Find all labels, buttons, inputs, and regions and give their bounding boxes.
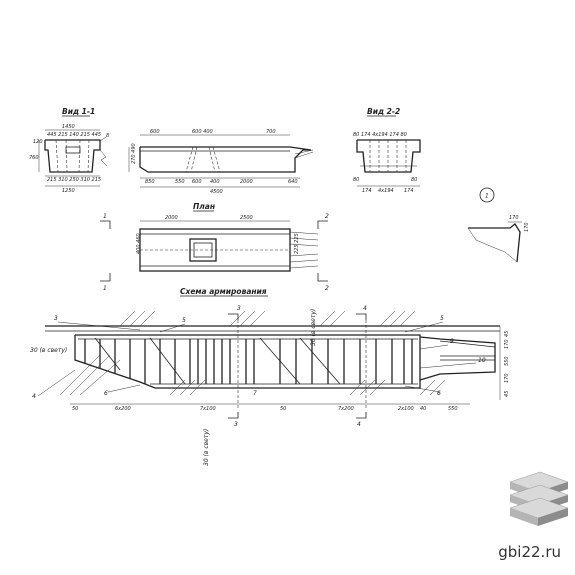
scheme-b2: 6x200 xyxy=(115,406,131,412)
plan-left-dim: 400 460 xyxy=(136,233,142,254)
scheme-title: Схема армирования xyxy=(180,287,267,296)
elev-dim-c: 700 xyxy=(266,129,276,135)
elev-s3: 600 xyxy=(192,179,202,185)
elev-s5: 2000 xyxy=(240,179,253,185)
v11-left-a: 120 xyxy=(33,139,43,145)
view-2-2-title: Вид 2-2 xyxy=(367,107,400,116)
view-1-1-title: Вид 1-1 xyxy=(62,107,95,116)
v11-total-dim: 1250 xyxy=(62,188,75,194)
scheme-mark-4-bot: 4 xyxy=(357,421,361,428)
scheme-b7: 40 xyxy=(420,406,426,412)
scheme-mark-5-a: 5 xyxy=(182,317,186,324)
scheme-b8: 550 xyxy=(448,406,458,412)
scheme-b1: 50 xyxy=(72,406,78,412)
scheme-mark-4-top: 4 xyxy=(363,305,367,312)
scheme-clear-left: 30 (в свету) xyxy=(30,347,67,354)
elev-dim-a: 600 xyxy=(150,129,160,135)
scheme-r4: 170 xyxy=(504,373,510,383)
view-1-1: Вид 1-1 1450 445 215 140 215 445 8 120 7… xyxy=(29,107,109,194)
scheme-mark-6-b: 6 xyxy=(437,390,441,397)
scheme-mark-6-a: 6 xyxy=(104,390,108,397)
v11-top-dim: 1450 xyxy=(62,124,75,130)
stirrups xyxy=(84,339,413,384)
v11-sub-dim: 445 215 140 215 445 xyxy=(47,132,101,138)
scheme-clear-top: 30 (в свету) xyxy=(310,309,317,346)
plan-section-1-bot: 1 xyxy=(103,285,107,292)
elevation-view: 600 600 400 700 270 490 850 550 600 400 … xyxy=(128,129,314,195)
v22-top-dim: 80 174 4x194 174 80 xyxy=(353,132,407,138)
scheme-b6: 2x100 xyxy=(398,406,414,412)
v22-bot1: 80 xyxy=(353,177,359,183)
detail-dim-b: 170 xyxy=(524,222,530,232)
scheme-mark-3-bot: 3 xyxy=(234,421,238,428)
v11-bot-dim: 215 310 250 310 215 xyxy=(47,177,101,183)
scheme-mark-9: 9 xyxy=(450,338,454,345)
scheme-mark-3-top: 3 xyxy=(237,305,241,312)
site-watermark: gbi22.ru xyxy=(498,543,561,561)
elev-s1: 850 xyxy=(145,179,155,185)
v22-s2: 4x194 xyxy=(378,188,394,194)
plan-view: План 2000 2500 400 460 225 225 1 1 2 2 xyxy=(100,202,329,292)
scheme-b4: 50 xyxy=(280,406,286,412)
v22-s3: 174 xyxy=(404,188,414,194)
elev-s6: 640 xyxy=(288,179,298,185)
plan-section-2-bot: 2 xyxy=(325,285,329,292)
elev-s4: 400 xyxy=(210,179,220,185)
elev-s2: 550 xyxy=(175,179,185,185)
scheme-mark-5-b: 5 xyxy=(440,315,444,322)
plan-dim-1: 2000 xyxy=(165,215,178,221)
scheme-b5: 7x200 xyxy=(338,406,354,412)
v22-s1: 174 xyxy=(362,188,372,194)
plan-dim-2: 2500 xyxy=(240,215,253,221)
scheme-r1: 45 xyxy=(504,331,510,337)
scheme-clear-bot: 30 (в свету) xyxy=(203,429,210,466)
v11-mark: 8 xyxy=(106,133,109,139)
scheme-b3: 7x100 xyxy=(200,406,216,412)
elev-dim-b: 600 400 xyxy=(192,129,213,135)
scheme-mark-3-left: 3 xyxy=(54,315,58,322)
scheme-r2: 170 xyxy=(504,339,510,349)
site-logo-icon xyxy=(509,471,569,526)
v11-left-b: 760 xyxy=(29,155,39,161)
plan-section-1-top: 1 xyxy=(103,213,107,220)
elev-total: 4500 xyxy=(210,189,223,195)
v22-bot2: 80 xyxy=(411,177,417,183)
detail-number: 1 xyxy=(485,193,489,200)
scheme-r3: 550 xyxy=(504,356,510,366)
view-2-2: Вид 2-2 80 174 4x194 174 80 80 80 174 4x… xyxy=(353,107,421,194)
elev-height-dim: 270 490 xyxy=(131,143,137,164)
plan-title: План xyxy=(193,202,215,211)
scheme-mark-10: 10 xyxy=(478,357,486,364)
scheme-r5: 45 xyxy=(504,391,510,397)
plan-section-2-top: 2 xyxy=(325,213,329,220)
scheme-mark-4-left: 4 xyxy=(32,393,36,400)
reinforcement-scheme: Схема армирования 3 5 3 4 5 9 10 4 6 7 6… xyxy=(30,287,510,466)
detail-dim-a: 170 xyxy=(509,215,519,221)
plan-side-dim: 225 225 xyxy=(294,233,300,254)
detail-1: 1 170 170 xyxy=(467,187,530,263)
scheme-mark-7: 7 xyxy=(253,390,257,397)
